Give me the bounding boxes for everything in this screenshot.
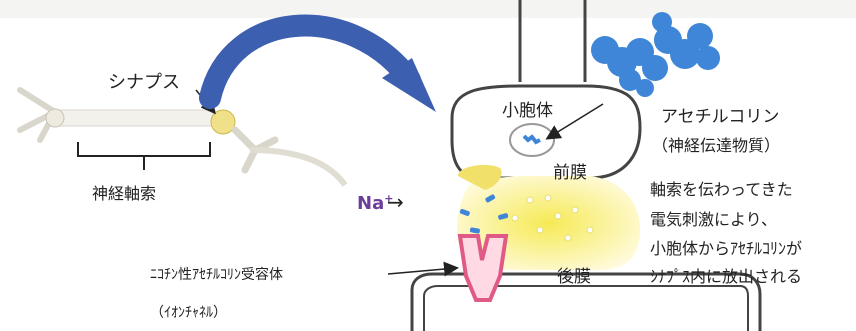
axon-label: 神経軸索 [92, 180, 156, 204]
postsynaptic-membrane-label: 後膜 [557, 262, 591, 287]
explanation-line-2: 電気刺激により、 [650, 206, 777, 230]
explanation-line-1: 軸索を伝わってきた [650, 176, 793, 200]
sodium-symbol: Na [357, 193, 384, 214]
synapse-point [211, 110, 235, 134]
neuron-illustration [20, 90, 345, 185]
background-strip [0, 0, 856, 18]
acetylcholine-label: アセチルコリン [661, 102, 779, 127]
zoom-arrow [210, 26, 410, 98]
explanation-line-4: ｼﾅﾌﾟｽ内に放出される [650, 263, 802, 287]
receptor-label: ﾆｺﾁﾝ性ｱｾﾁﾙｺﾘﾝ受容体 [150, 264, 283, 284]
synapse-label: シナプス [108, 68, 180, 94]
explanation-line-3: 小胞体からｱｾﾁﾙｺﾘﾝが [650, 235, 802, 259]
axon-bracket [78, 142, 210, 170]
ion-channel-label: （ｲｵﾝﾁｬﾈﾙ） [150, 302, 227, 322]
sodium-arrow: → [387, 190, 404, 214]
vesicle-label: 小胞体 [502, 96, 553, 121]
acetylcholine-molecule [591, 12, 720, 97]
presynaptic-membrane-label: 前膜 [553, 158, 587, 183]
acetylcholine-note: （神経伝達物質） [652, 132, 780, 156]
